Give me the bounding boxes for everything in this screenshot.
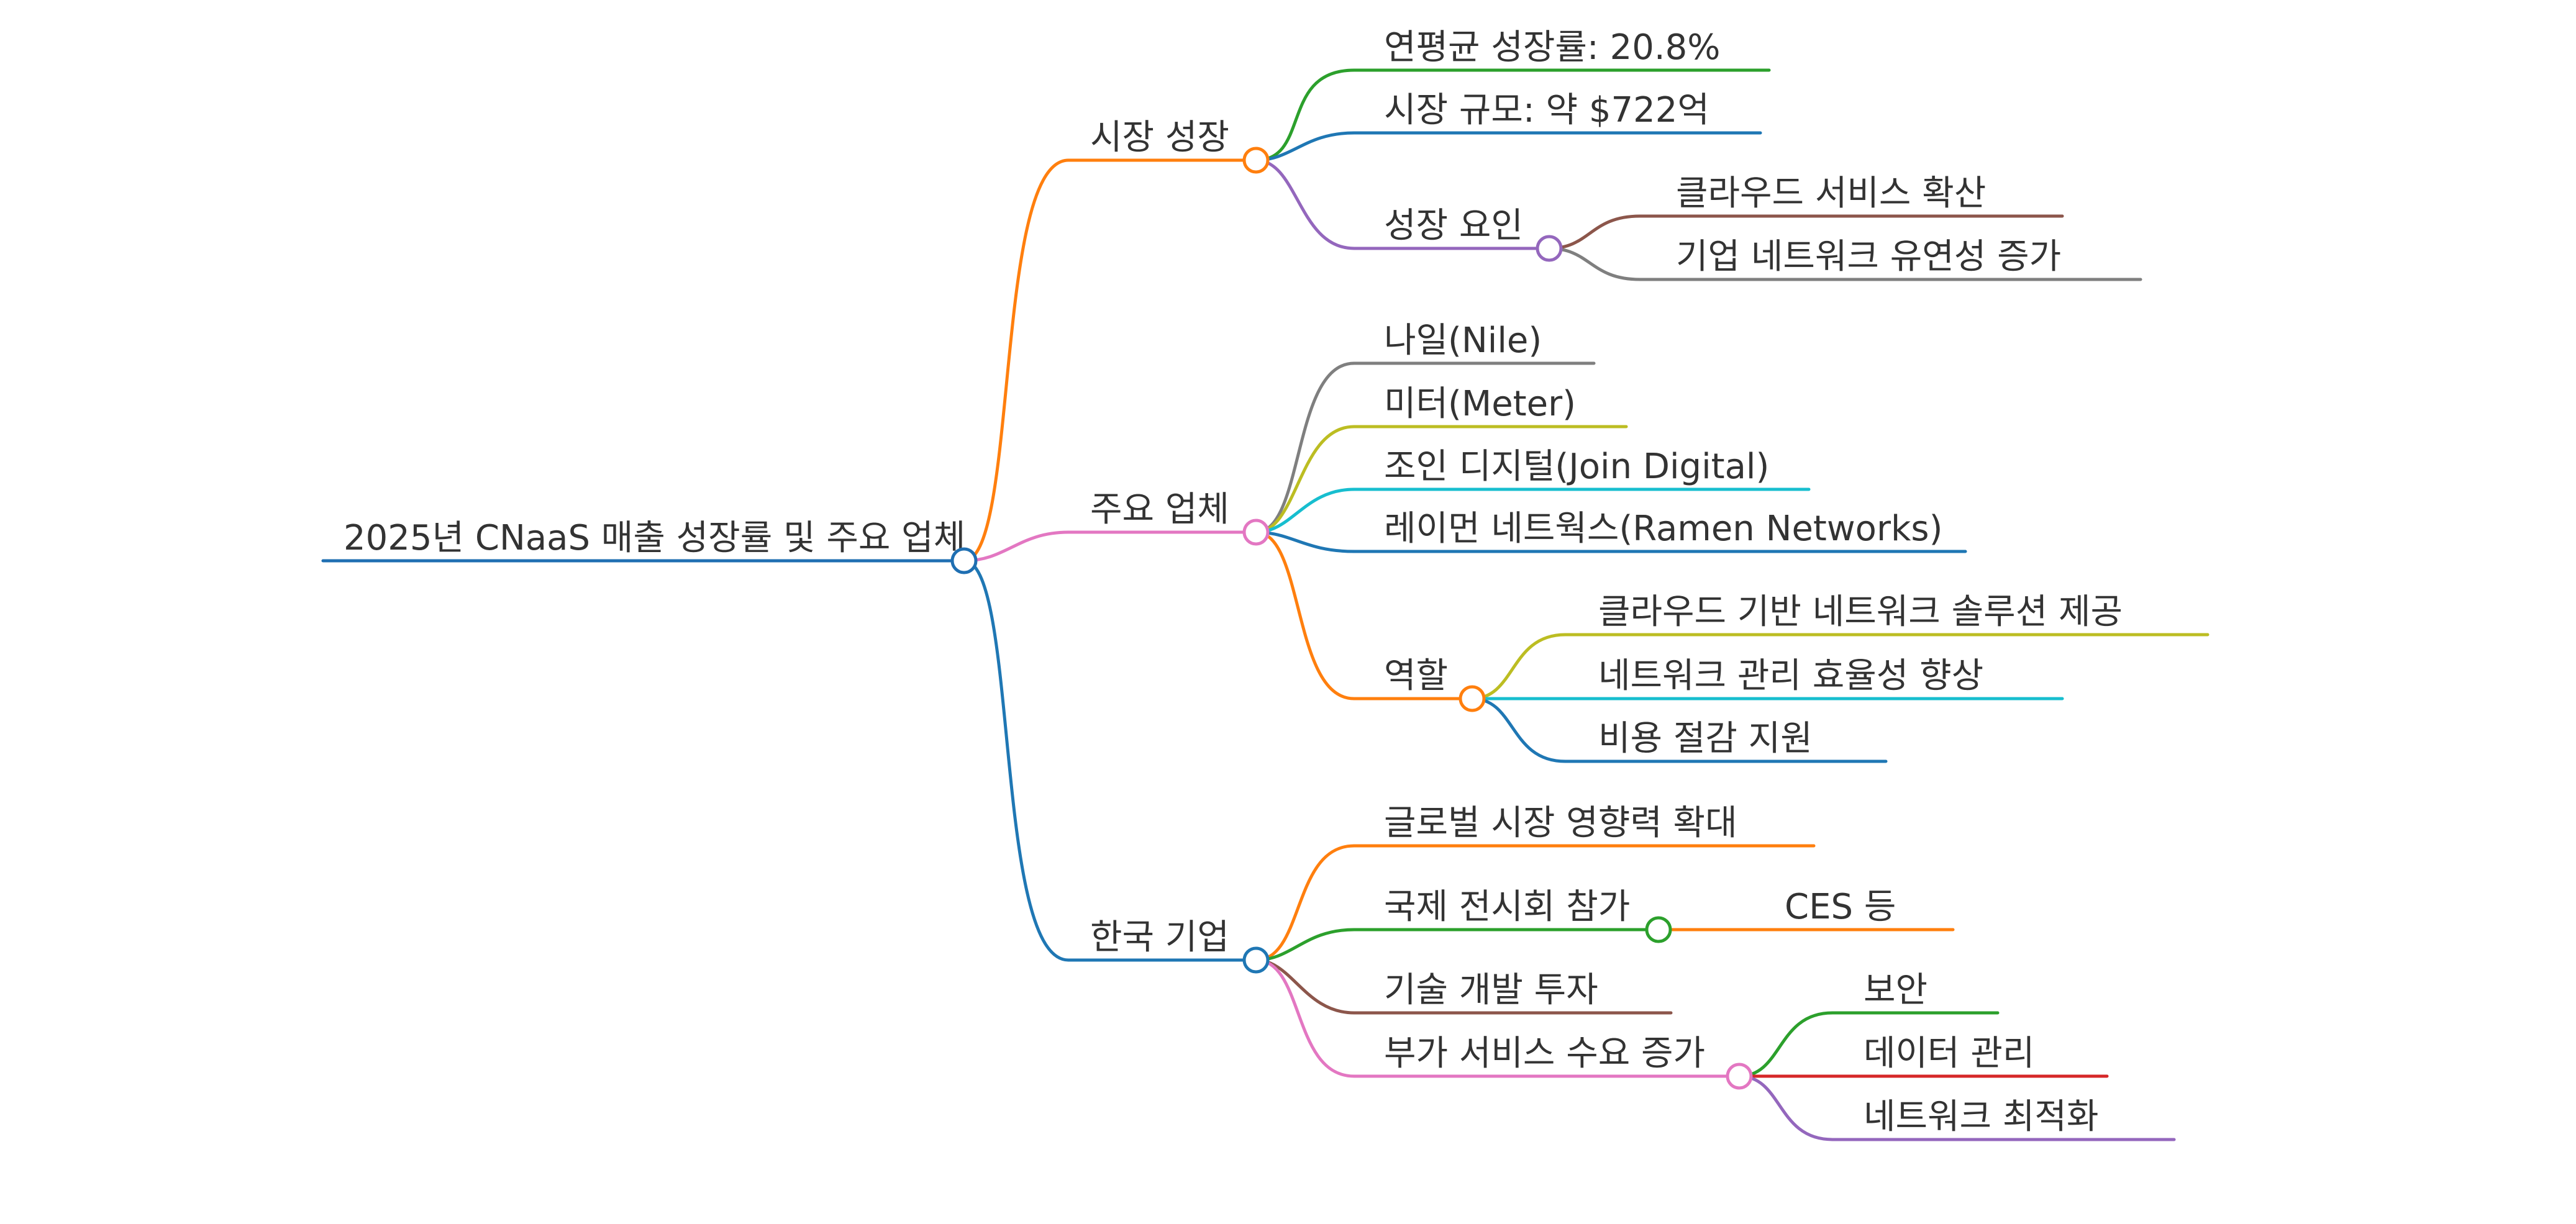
leaf-cost-reduction[interactable]: 비용 절감 지원 xyxy=(1563,719,1888,763)
connector-root-vendors xyxy=(962,530,1070,563)
leaf-ces[interactable]: CES 등 xyxy=(1657,887,1955,932)
leaf-label: 글로벌 시장 영향력 확대 xyxy=(1384,803,1737,843)
leaf-label: 시장 규모: 약 $722억 xyxy=(1384,90,1709,130)
value-added-node-circle[interactable] xyxy=(1726,1063,1753,1090)
root-label: 2025년 CNaaS 매출 성장률 및 주요 업체 xyxy=(344,518,965,558)
leaf-label: 데이터 관리 xyxy=(1864,1033,2034,1074)
leaf-label: 미터(Meter) xyxy=(1384,384,1576,424)
connector xyxy=(1254,530,1356,553)
role-connectors xyxy=(1470,633,1567,763)
leaf-label: 레이먼 네트웍스(Ramen Networks) xyxy=(1384,509,1942,549)
node-role[interactable]: 역할 xyxy=(1352,656,1474,700)
leaf-network-optimization[interactable]: 네트워크 최적화 xyxy=(1831,1097,2176,1141)
branch-label: 주요 업체 xyxy=(1090,489,1229,530)
connector xyxy=(1737,1011,1834,1078)
korean-companies-connectors xyxy=(1254,844,1356,1078)
connector xyxy=(1254,158,1356,250)
role-node-circle[interactable] xyxy=(1459,685,1486,712)
connector xyxy=(1254,958,1356,1015)
connector xyxy=(1254,425,1356,534)
node-value-added-demand[interactable]: 부가 서비스 수요 증가 xyxy=(1352,1033,1741,1078)
leaf-management-efficiency[interactable]: 네트워크 관리 효율성 향상 xyxy=(1563,656,2064,700)
leaf-label: CES 등 xyxy=(1785,887,1896,927)
leaf-label: 보안 xyxy=(1864,970,1927,1010)
growth-factors-connectors xyxy=(1547,214,1642,281)
root-node[interactable]: 2025년 CNaaS 매출 성장률 및 주요 업체 xyxy=(321,518,966,563)
connector xyxy=(1254,958,1356,1078)
connector xyxy=(1737,1074,1834,1141)
node-circles xyxy=(950,147,1753,1090)
trade-shows-node-circle[interactable] xyxy=(1645,916,1672,943)
node-label: 국제 전시회 참가 xyxy=(1384,887,1630,927)
leaf-nile[interactable]: 나일(Nile) xyxy=(1352,320,1596,365)
connector xyxy=(1254,844,1356,962)
connector xyxy=(1254,530,1356,700)
korean-companies-node-circle[interactable] xyxy=(1242,946,1270,974)
leaf-network-flexibility[interactable]: 기업 네트워크 유연성 증가 xyxy=(1638,237,2142,281)
node-label: 부가 서비스 수요 증가 xyxy=(1384,1033,1705,1074)
branch-label: 한국 기업 xyxy=(1090,917,1229,958)
branch-label: 시장 성장 xyxy=(1090,117,1229,158)
root-node-circle[interactable] xyxy=(950,547,978,574)
leaf-label: 나일(Nile) xyxy=(1384,320,1542,361)
leaf-market-size[interactable]: 시장 규모: 약 $722억 xyxy=(1352,90,1762,135)
connector-root-korea xyxy=(962,559,1070,962)
leaf-meter[interactable]: 미터(Meter) xyxy=(1352,384,1628,428)
value-added-connectors xyxy=(1737,1011,1834,1141)
leaf-label: 네트워크 최적화 xyxy=(1864,1097,2098,1137)
leaf-security[interactable]: 보안 xyxy=(1831,970,2000,1015)
market-growth-connectors xyxy=(1254,68,1356,250)
leaf-label: 연평균 성장률: 20.8% xyxy=(1384,27,1721,68)
leaf-global-influence[interactable]: 글로벌 시장 영향력 확대 xyxy=(1352,803,1816,848)
branch-key-vendors[interactable]: 주요 업체 xyxy=(1067,489,1258,534)
node-growth-factors[interactable]: 성장 요인 xyxy=(1352,206,1551,250)
connector xyxy=(1254,68,1356,162)
leaf-label: 기업 네트워크 유연성 증가 xyxy=(1676,237,2061,277)
market-growth-node-circle[interactable] xyxy=(1242,147,1270,174)
connector xyxy=(1547,214,1642,250)
node-label: 성장 요인 xyxy=(1384,206,1523,246)
leaf-tech-investment[interactable]: 기술 개발 투자 xyxy=(1352,970,1673,1015)
connector-root-market xyxy=(962,158,1070,563)
leaf-data-management[interactable]: 데이터 관리 xyxy=(1831,1033,2109,1078)
leaf-join-digital[interactable]: 조인 디지털(Join Digital) xyxy=(1352,447,1811,491)
node-trade-shows[interactable]: 국제 전시회 참가 xyxy=(1352,887,1660,932)
leaf-label: 조인 디지털(Join Digital) xyxy=(1384,447,1769,487)
key-vendors-node-circle[interactable] xyxy=(1242,519,1270,546)
connector xyxy=(1470,697,1567,763)
growth-factors-node-circle[interactable] xyxy=(1536,235,1563,262)
root-connectors xyxy=(962,158,1070,962)
leaf-cagr[interactable]: 연평균 성장률: 20.8% xyxy=(1352,27,1771,72)
leaf-label: 네트워크 관리 효율성 향상 xyxy=(1598,656,1983,696)
leaf-label: 기술 개발 투자 xyxy=(1384,970,1598,1010)
branch-korean-companies[interactable]: 한국 기업 xyxy=(1067,917,1258,962)
node-label: 역할 xyxy=(1384,656,1448,696)
leaf-label: 클라우드 서비스 확산 xyxy=(1676,173,1986,214)
leaf-label: 비용 절감 지원 xyxy=(1598,719,1813,759)
leaf-cloud-solutions[interactable]: 클라우드 기반 네트워크 솔루션 제공 xyxy=(1563,592,2210,637)
leaf-label: 클라우드 기반 네트워크 솔루션 제공 xyxy=(1598,592,2123,632)
branch-market-growth[interactable]: 시장 성장 xyxy=(1067,117,1258,162)
connector xyxy=(1547,247,1642,281)
leaf-ramen-networks[interactable]: 레이먼 네트웍스(Ramen Networks) xyxy=(1352,509,1967,553)
leaf-cloud-expansion[interactable]: 클라우드 서비스 확산 xyxy=(1638,173,2064,218)
key-vendors-connectors xyxy=(1254,361,1356,700)
connector xyxy=(1470,633,1567,700)
